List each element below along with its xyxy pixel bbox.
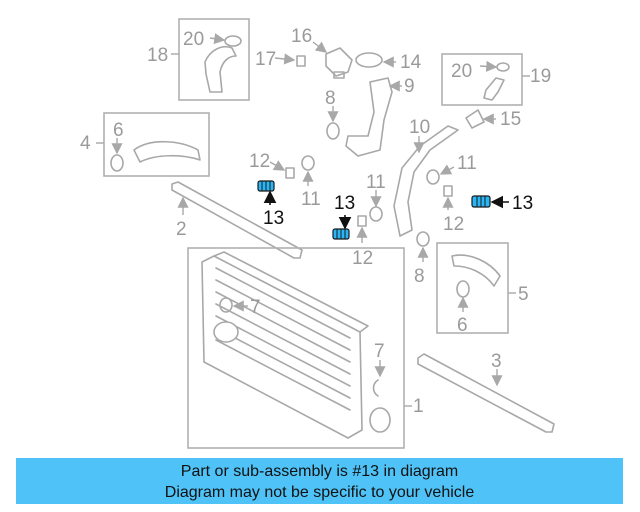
screw-12-right <box>442 185 454 210</box>
callout-6a: 6 <box>113 120 124 141</box>
nut-11-center <box>369 190 383 222</box>
callout-18: 18 <box>147 45 168 66</box>
callout-12a: 12 <box>249 151 270 172</box>
bolt-13-right <box>471 195 509 209</box>
callout-box-4 <box>96 112 210 177</box>
seal-strip-2 <box>171 181 303 259</box>
callout-11c: 11 <box>457 153 477 174</box>
callout-16: 16 <box>291 26 312 47</box>
callout-12b: 12 <box>352 248 373 269</box>
nut-11-left <box>301 155 315 186</box>
clamp-14 <box>355 52 396 68</box>
banner-line-2: Diagram may not be specific to your vehi… <box>164 484 475 501</box>
valve-16 <box>312 41 353 79</box>
callout-9: 9 <box>404 76 415 97</box>
callout-box-19 <box>441 53 530 106</box>
callout-6b: 6 <box>457 315 468 336</box>
oring-8-right <box>416 231 430 262</box>
callout-7b: 7 <box>374 341 385 362</box>
callout-19: 19 <box>530 66 551 87</box>
callout-11b: 11 <box>366 172 386 193</box>
callout-13b: 13 <box>334 193 355 214</box>
screw-17 <box>274 53 306 67</box>
nut-11-right <box>426 164 455 185</box>
callout-3: 3 <box>491 351 502 372</box>
seal-strip-3 <box>417 353 555 433</box>
pipe-10 <box>393 125 459 237</box>
screw-12-center <box>356 215 368 243</box>
oring-8-top <box>326 106 340 140</box>
callout-5: 5 <box>518 284 529 305</box>
clip-15 <box>465 109 496 129</box>
callout-box-1 <box>187 247 412 449</box>
callout-14: 14 <box>400 52 422 73</box>
callout-17: 17 <box>255 49 276 70</box>
callout-8b: 8 <box>414 266 425 287</box>
callout-10: 10 <box>409 117 430 138</box>
bolt-13-center <box>332 215 352 240</box>
info-banner: Part or sub-assembly is #13 in diagram D… <box>16 458 623 504</box>
callout-8: 8 <box>325 88 336 109</box>
callout-7a: 7 <box>250 297 261 318</box>
callout-box-5 <box>436 242 516 334</box>
callout-13c: 13 <box>512 193 533 214</box>
screw-12-left <box>269 160 295 179</box>
callout-15: 15 <box>500 109 521 130</box>
callout-box-18 <box>171 18 250 101</box>
banner-line-1: Part or sub-assembly is #13 in diagram <box>180 463 459 480</box>
pipe-9 <box>345 77 402 157</box>
callout-4: 4 <box>80 133 91 154</box>
callout-1: 1 <box>413 396 424 417</box>
bolt-13-left <box>257 180 277 205</box>
callout-11a: 11 <box>301 189 321 210</box>
callout-20: 20 <box>183 29 204 50</box>
callout-20b: 20 <box>451 61 472 82</box>
callout-2: 2 <box>176 219 187 240</box>
callout-13a: 13 <box>263 208 284 229</box>
callout-12c: 12 <box>443 214 464 235</box>
